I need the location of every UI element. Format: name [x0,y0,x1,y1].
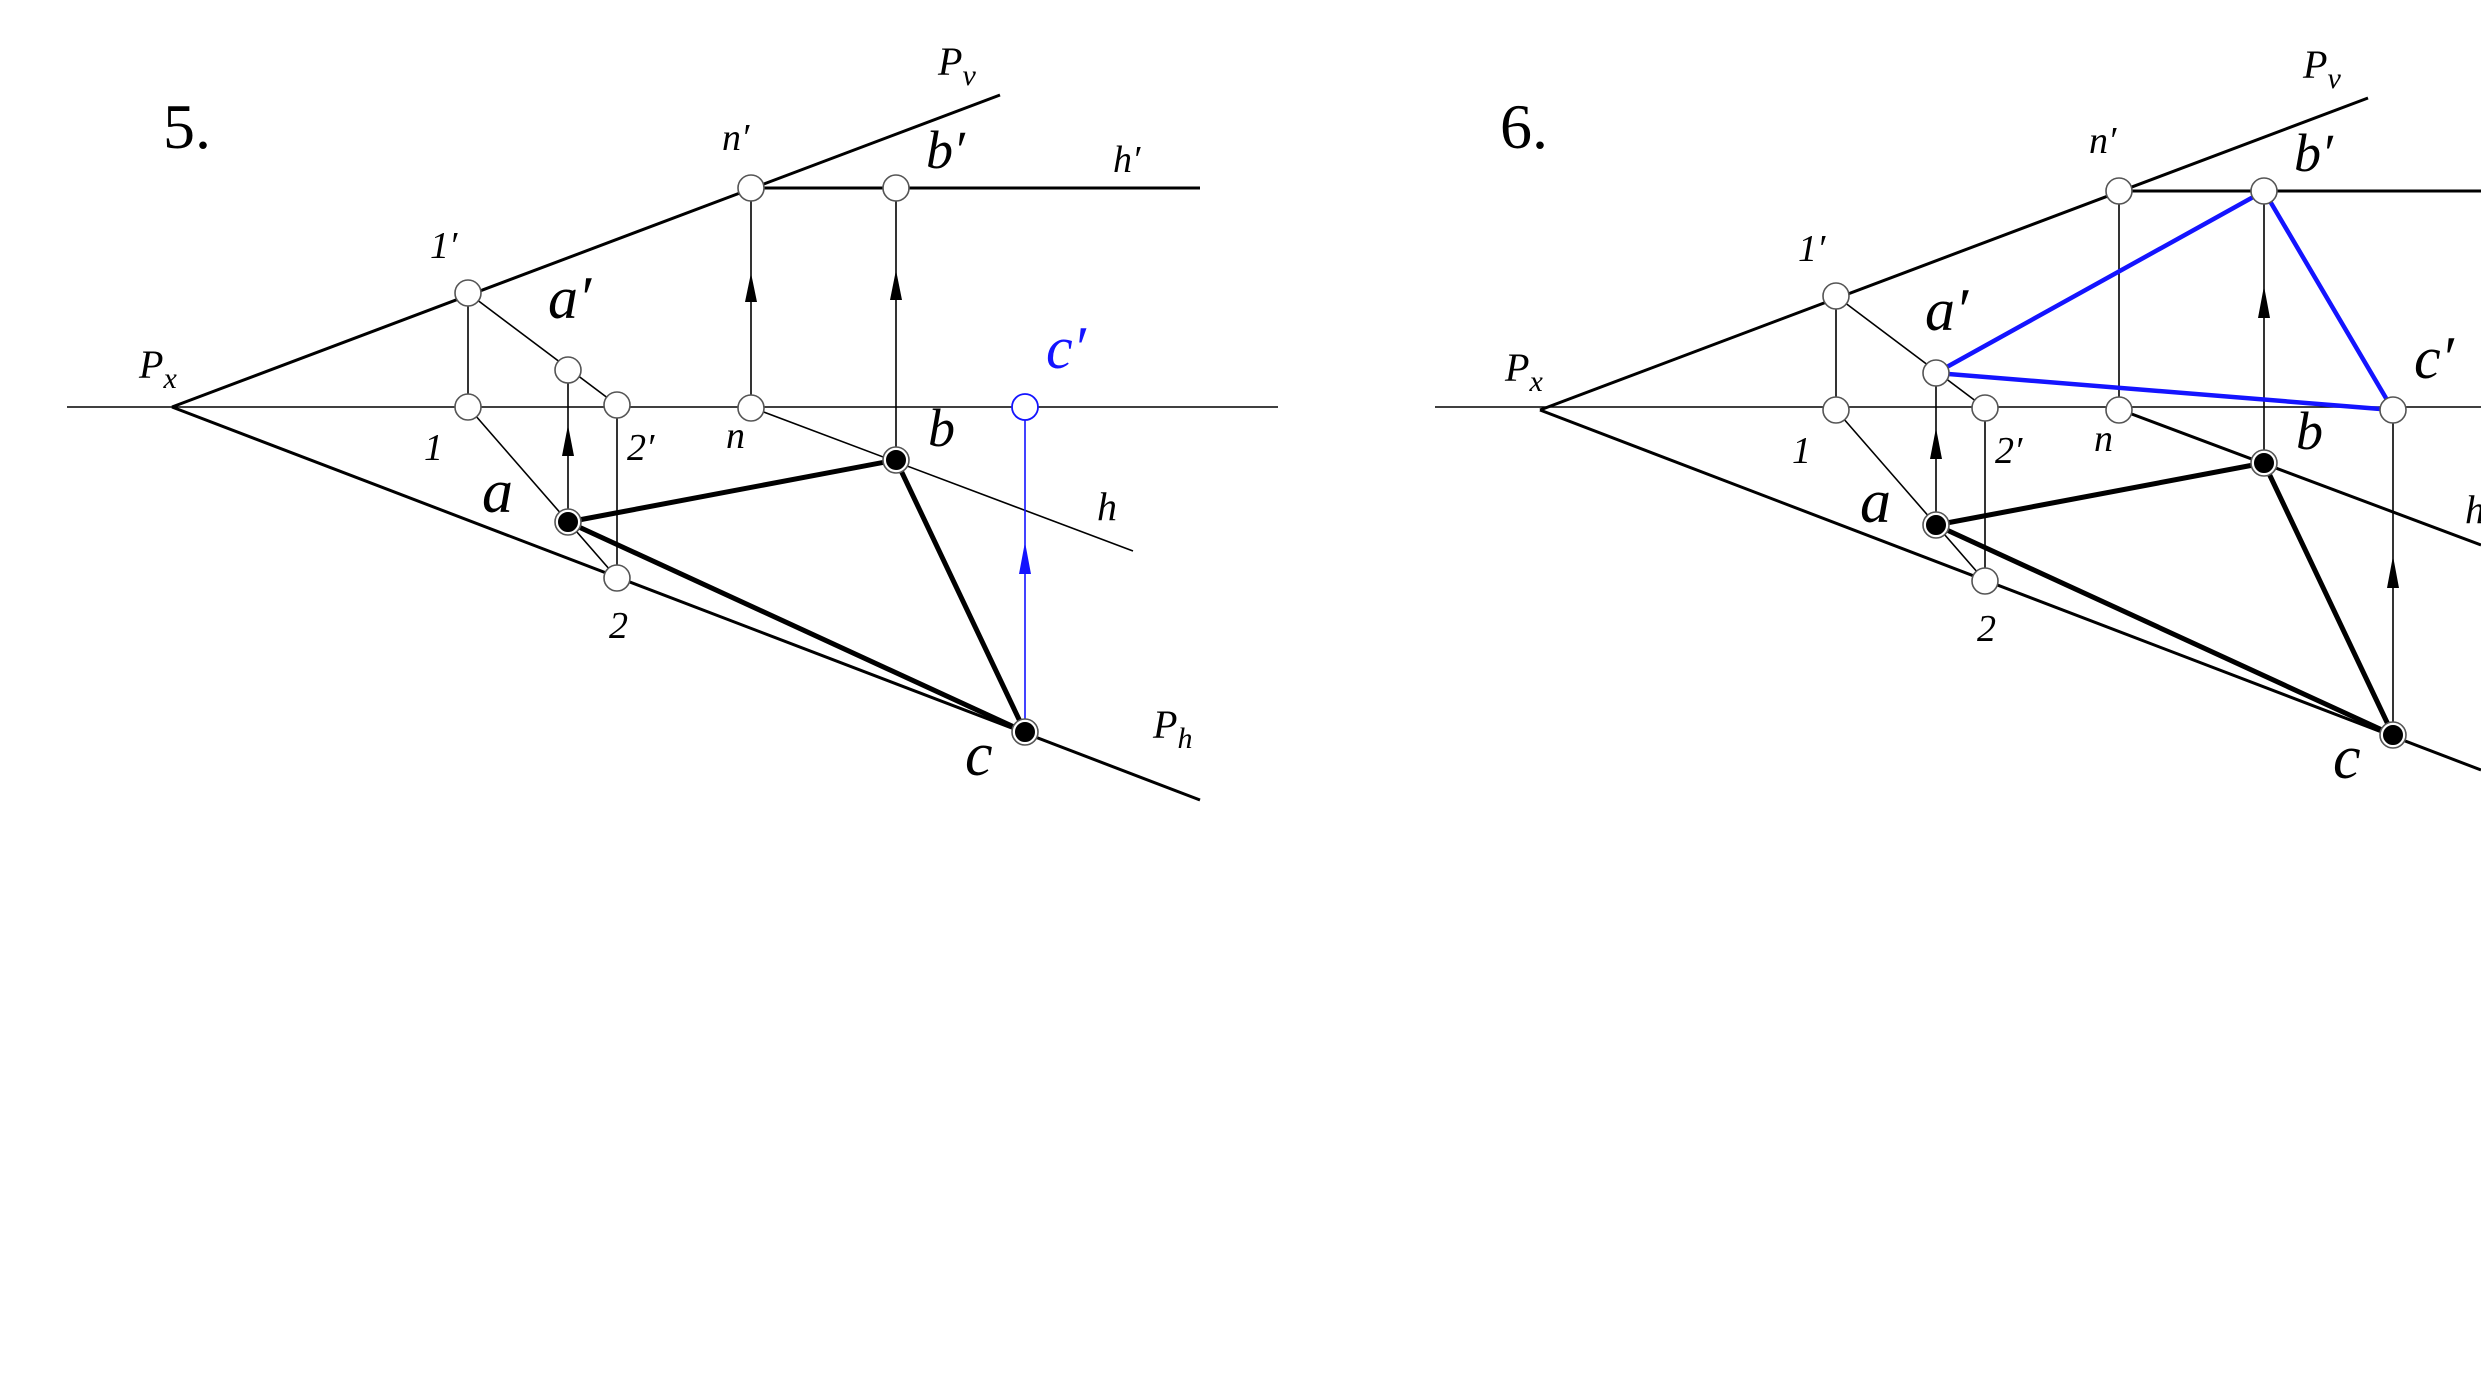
label-1: 1 [424,427,443,469]
label-2: 2 [609,605,628,647]
label-a: a [482,458,513,526]
label-h: h [2465,487,2481,532]
label-a-prime: a′ [1925,277,1969,343]
point-2-prime [1971,394,1999,422]
trace-pv [171,93,1001,409]
label-px: Px [138,342,177,395]
trace-pv [1539,96,2369,412]
point-c-prime [1011,393,1039,421]
point-2 [603,564,631,592]
label-b: b [928,398,955,458]
label-ph: Ph [1152,702,1192,755]
point-b [886,450,906,470]
label-c-prime: c′ [2414,325,2455,391]
label-1-prime: 1′ [430,225,458,267]
label-a: a [1860,468,1891,536]
line-1p-2p [1835,295,1986,409]
edge-bc [2261,461,2396,737]
panel-5: 5. Pv Px Ph n′ b′ h′ 1′ a′ c′ 1 2′ n b a… [67,39,1278,802]
line-h [2120,408,2481,547]
edge-ac [566,519,1027,735]
point-1-prime [1822,282,1850,310]
label-h: h [1097,484,1117,529]
point-a-prime [554,356,582,384]
point-n-prime [737,174,765,202]
point-n [2105,396,2133,424]
point-n [737,394,765,422]
point-b-prime [882,174,910,202]
label-c: c [2333,724,2361,792]
point-a [1926,515,1946,535]
label-1-prime: 1′ [1798,228,1826,270]
panel-number: 6. [1500,91,1548,162]
point-c-prime [2379,396,2407,424]
triangle-frontal [1928,187,2398,413]
line-1-2 [1835,409,1986,582]
point-1 [454,393,482,421]
label-pv: Pv [937,39,976,92]
line-1p-2p [467,292,618,406]
point-c [2383,725,2403,745]
edge-ab [567,457,897,525]
label-px: Px [1504,345,1543,398]
label-1: 1 [1792,430,1811,472]
line-h [752,407,1134,552]
point-c [1015,722,1035,742]
label-2-prime: 2′ [1995,430,2023,472]
point-n-prime [2105,177,2133,205]
point-1-prime [454,279,482,307]
label-b-prime: b′ [926,120,966,180]
label-a-prime: a′ [548,265,592,331]
label-b-prime: b′ [2294,123,2334,183]
trace-ph [171,405,1201,802]
arrow-c-blue [1019,542,1031,574]
point-a [558,512,578,532]
arrow-a [1930,428,1942,459]
arrow-c [2387,556,2399,588]
edge-ac [1934,522,2395,738]
trace-ph [1539,408,2481,772]
label-n-prime: n′ [2089,120,2117,162]
edge-ab [1935,460,2265,528]
arrow-b [2258,286,2270,318]
panel-number: 5. [163,91,211,162]
label-b: b [2296,401,2323,461]
label-h-prime: h′ [1113,139,1141,181]
label-2-prime: 2′ [627,427,655,469]
point-b [2254,453,2274,473]
label-n: n [726,415,745,457]
panel-6: 6. Pv Px n′ b′ 1′ a′ c′ 1 2′ n b a h 2 c [1435,42,2481,792]
arrow-a [562,425,574,456]
point-1 [1822,396,1850,424]
point-a-prime [1922,359,1950,387]
point-2 [1971,567,1999,595]
label-2: 2 [1977,608,1996,650]
arrow-b [890,270,902,300]
point-2-prime [603,391,631,419]
label-c-prime: c′ [1046,315,1087,381]
label-c: c [965,721,993,789]
label-n-prime: n′ [722,117,750,159]
label-pv: Pv [2302,42,2341,95]
point-b-prime [2250,177,2278,205]
label-n: n [2094,418,2113,460]
line-1-2 [467,406,618,579]
edge-bc [893,458,1028,734]
arrow-n [745,273,757,302]
